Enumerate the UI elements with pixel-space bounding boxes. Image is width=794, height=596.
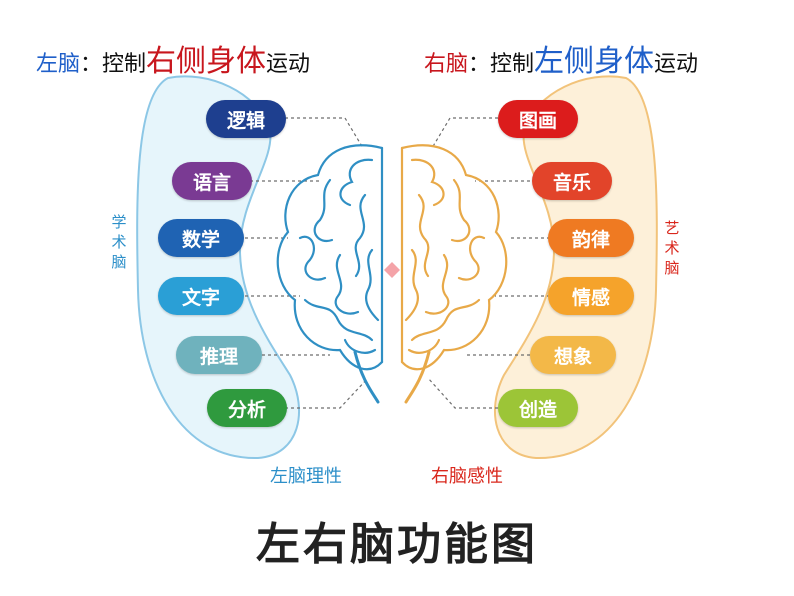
right-caption-tail: 运动 [654,52,699,77]
center-gem [384,262,400,278]
left-brain-rational-label: 左脑理性 [270,466,342,487]
left-caption-tail: 运动 [266,52,311,77]
pill-imagination: 想象 [530,336,616,374]
pill-language: 语言 [172,162,252,200]
leader-line-logic [285,117,364,149]
leader-line-creation [427,377,498,409]
pill-logic: 逻辑 [206,100,286,138]
left-caption-emphasis: 右侧身体 [146,44,267,79]
pill-drawing: 图画 [498,100,578,138]
left-brain [276,144,384,404]
right-brain-emotional-label: 右脑感性 [431,466,503,487]
left-brain-caption: 左脑：控制右侧身体运动 [36,36,310,80]
pill-analysis: 分析 [207,389,287,427]
pill-music: 音乐 [532,162,612,200]
pill-text: 文字 [158,277,244,315]
right-caption-head: 右脑 [424,52,469,77]
academic-brain-label: 学术脑 [111,213,127,271]
right-leader-lines [427,117,550,409]
right-caption-mid: ：控制 [468,52,535,77]
right-caption-emphasis: 左侧身体 [534,44,655,79]
diagram-title: 左右脑功能图 [256,519,538,570]
left-caption-head: 左脑 [36,52,81,77]
pill-math: 数学 [158,219,244,257]
pill-reasoning: 推理 [176,336,262,374]
pill-creation: 创造 [498,389,578,427]
left-leader-lines [245,117,369,409]
leader-line-drawing [431,117,498,149]
leader-line-analysis [285,377,369,409]
art-brain-label: 艺术脑 [664,219,680,277]
left-caption-mid: ：控制 [80,52,147,77]
pill-emotion: 情感 [548,277,634,315]
pill-rhythm: 韵律 [548,219,634,257]
right-brain [400,144,508,404]
right-brain-caption: 右脑：控制左侧身体运动 [424,36,698,80]
